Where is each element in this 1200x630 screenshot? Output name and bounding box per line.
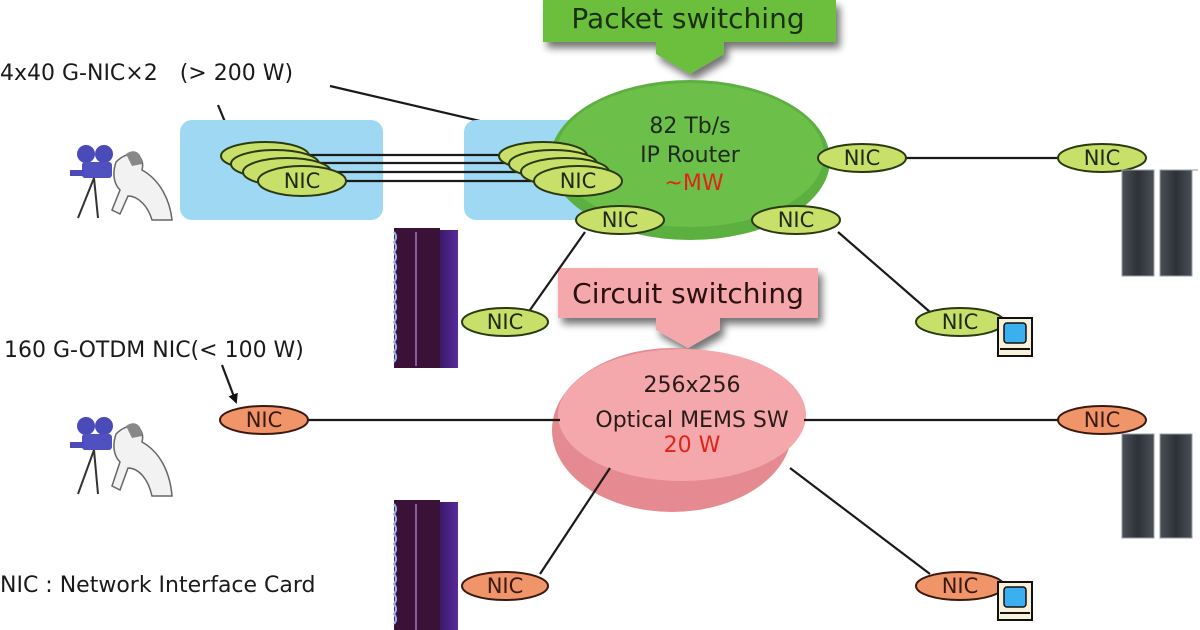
storage-rack-icon <box>392 228 458 368</box>
nic-label: NIC <box>778 208 815 232</box>
nic-stack-left <box>220 141 347 197</box>
nic-camera-bottom: NIC <box>219 405 309 435</box>
nic-label: NIC <box>942 310 979 334</box>
terminal-icon <box>997 581 1033 621</box>
nic-router-right: NIC <box>817 143 907 173</box>
router-speed: 82 Tb/s <box>649 114 730 139</box>
circuit-switching-banner <box>558 268 818 348</box>
legend-text: NIC : Network Interface Card <box>0 573 316 598</box>
nic-server-bottom: NIC <box>1057 405 1147 435</box>
otdm-annotation: 160 G-OTDM NIC(< 100 W) <box>4 338 304 363</box>
nic-label: NIC <box>844 146 881 170</box>
nic-rack-top: NIC <box>461 307 549 337</box>
gnic-annotation: 4x40 G-NIC×2 (> 200 W) <box>0 61 293 86</box>
camera-operator-icon <box>70 417 173 497</box>
nic-label: NIC <box>487 574 524 598</box>
nic-router-bottom-left: NIC <box>575 205 665 235</box>
nic-label: NIC <box>284 169 321 193</box>
nic-server-top: NIC <box>1057 143 1147 173</box>
nic-stack-right <box>498 141 623 197</box>
mems-type: Optical MEMS SW <box>595 408 788 433</box>
circuit-switching-label: Circuit switching <box>572 277 804 310</box>
nic-router-bottom-right: NIC <box>751 205 841 235</box>
packet-switching-label: Packet switching <box>571 2 804 35</box>
nic-label: NIC <box>942 574 979 598</box>
nic-label: NIC <box>602 208 639 232</box>
parallel-links <box>300 153 545 183</box>
server-cabinet-icon <box>1121 433 1193 539</box>
nic-label: NIC <box>1084 408 1121 432</box>
mems-switch-top <box>558 349 806 481</box>
router-type: IP Router <box>640 143 741 168</box>
mems-power: 20 W <box>664 433 721 458</box>
terminal-icon <box>997 317 1033 357</box>
nic-label: NIC <box>246 408 283 432</box>
otdm-arrow <box>220 364 238 404</box>
nic-label: NIC <box>487 310 524 334</box>
ip-router-top <box>556 83 824 227</box>
server-cabinet-icon <box>1121 169 1198 277</box>
storage-rack-icon <box>392 500 458 630</box>
nic-rack-bottom: NIC <box>461 571 549 601</box>
nic-terminal-top: NIC <box>915 307 1005 337</box>
router-power: ~MW <box>664 171 723 196</box>
links <box>308 156 1058 575</box>
camera-operator-icon <box>70 145 173 221</box>
nic-label: NIC <box>1084 146 1121 170</box>
packet-switching-banner <box>543 0 836 74</box>
nic-terminal-bottom: NIC <box>915 571 1005 601</box>
mems-size: 256x256 <box>643 373 740 398</box>
nic-label: NIC <box>560 169 597 193</box>
